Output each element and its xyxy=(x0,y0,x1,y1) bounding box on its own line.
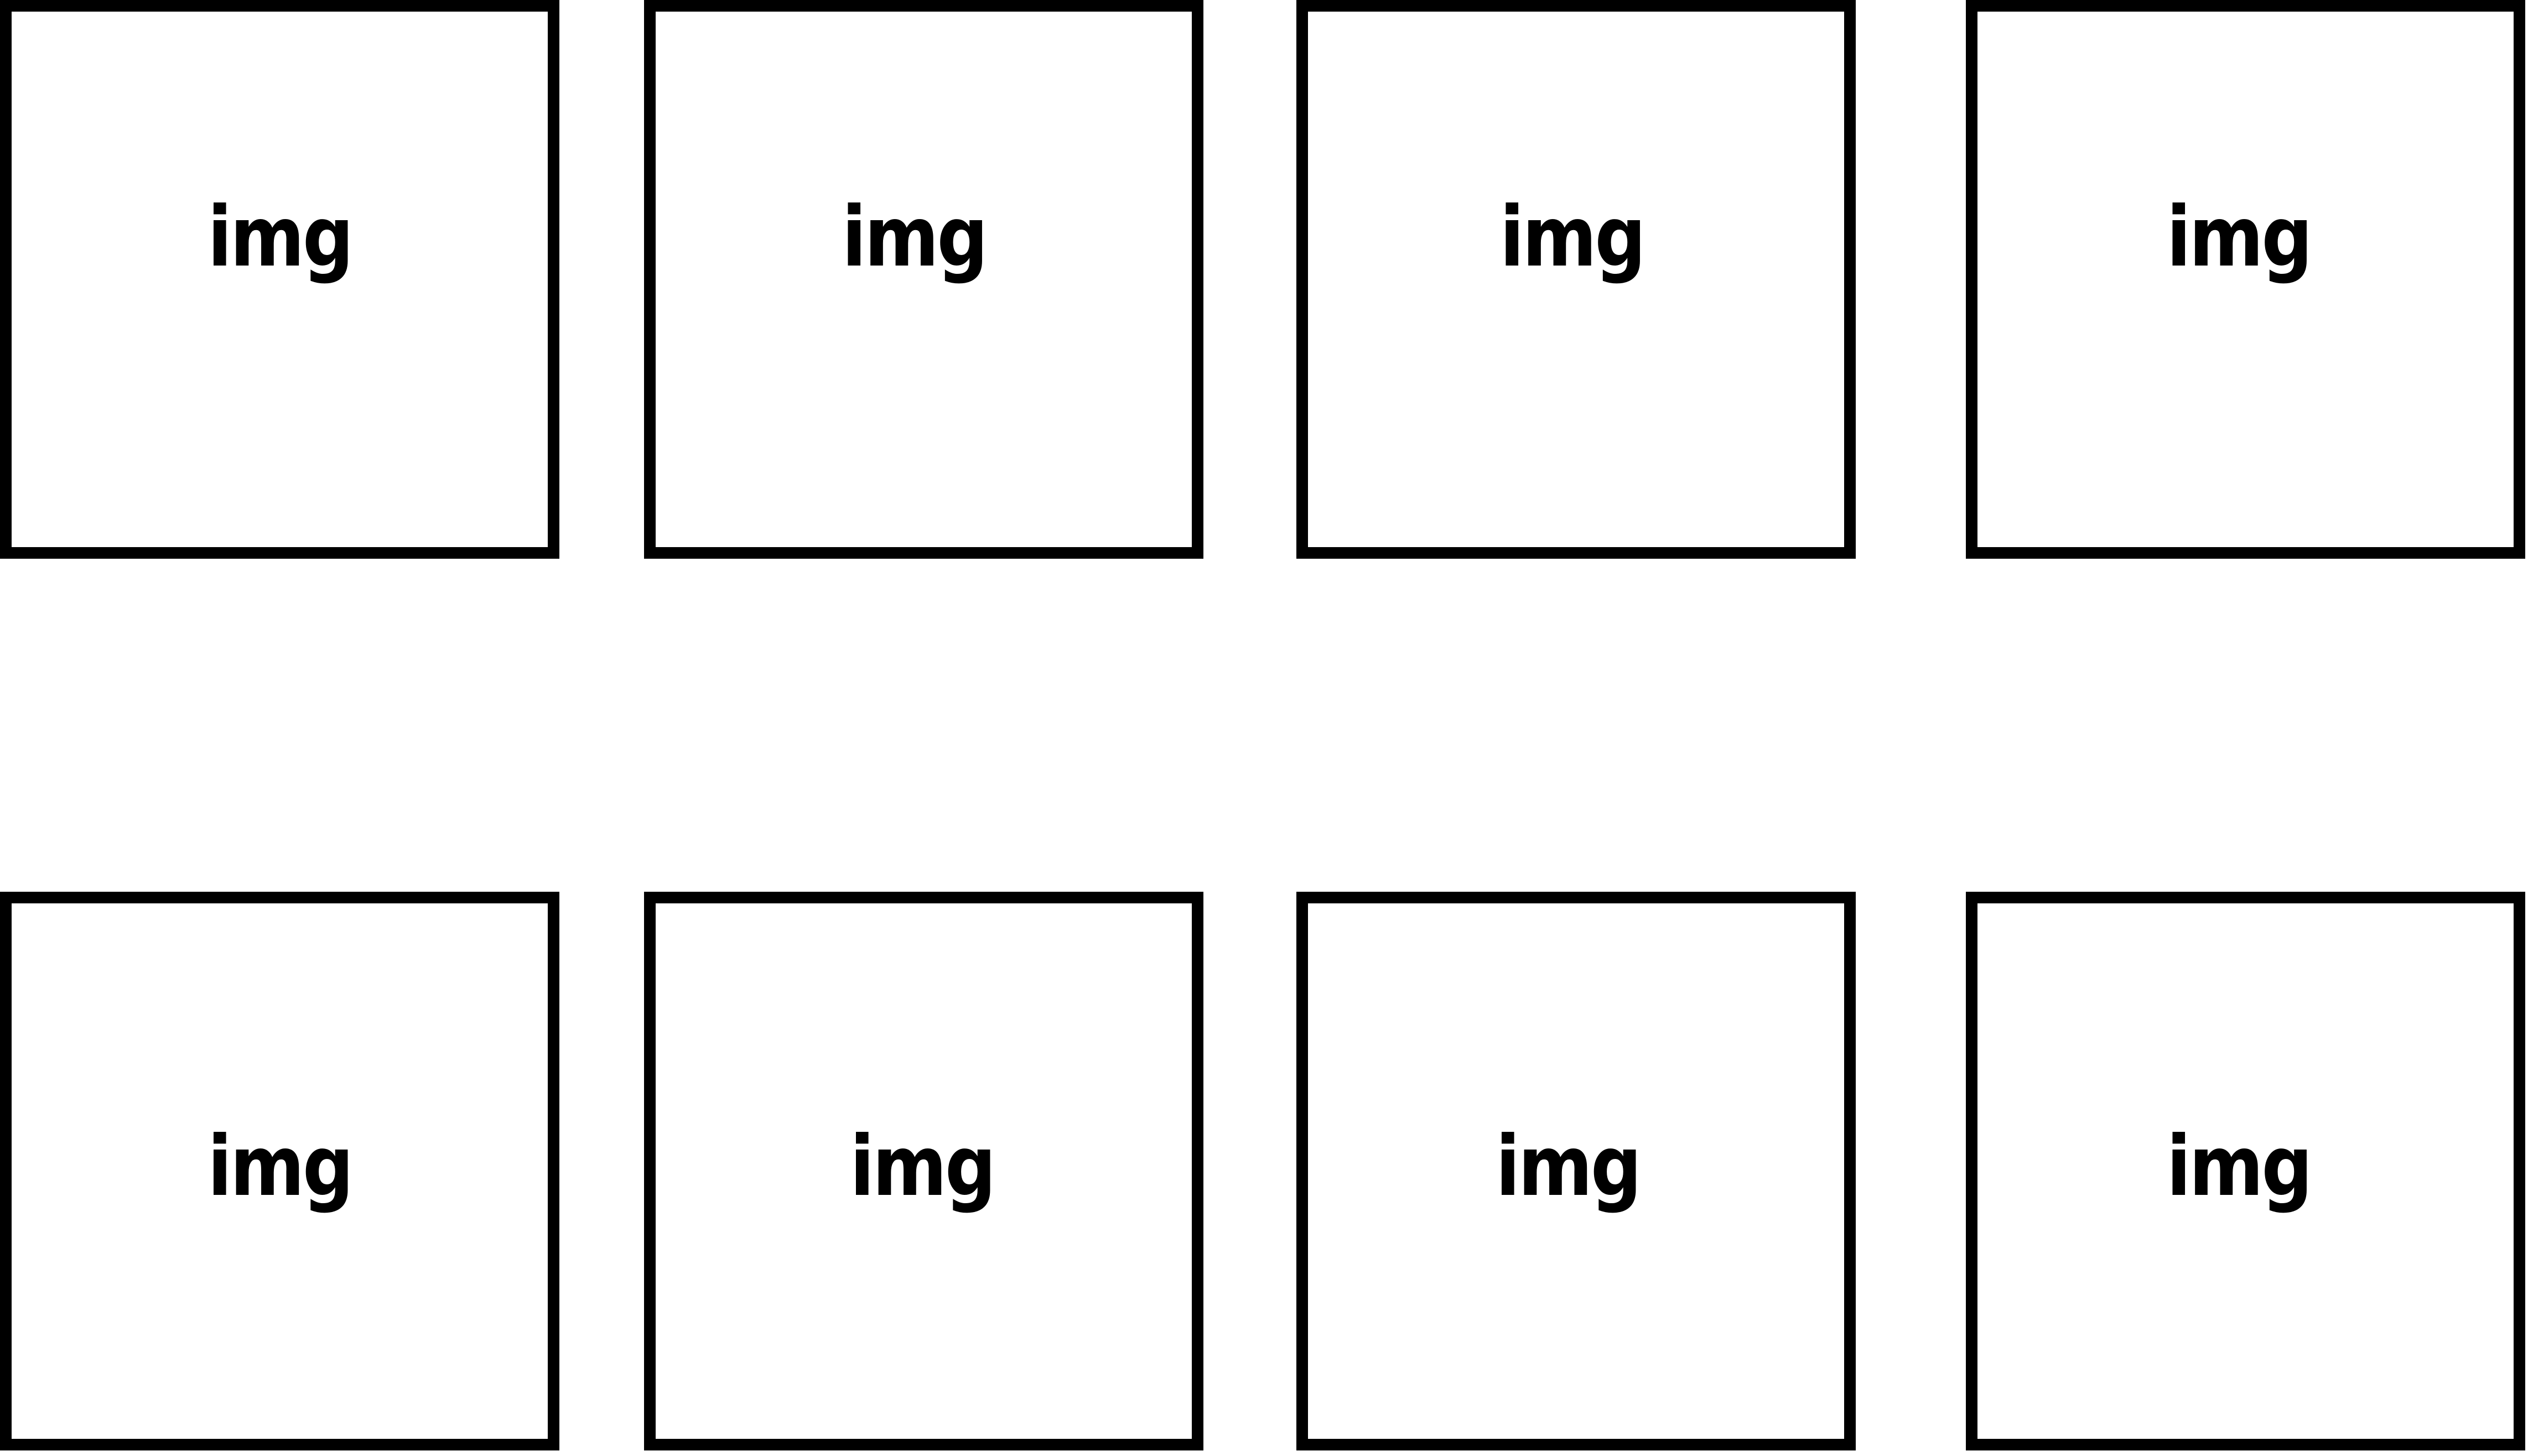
image-placeholder-6: img xyxy=(644,892,1203,1450)
image-placeholder-label: img xyxy=(1496,1119,1642,1215)
image-placeholder-label: img xyxy=(850,1119,996,1215)
image-placeholder-label: img xyxy=(2166,1119,2313,1215)
image-placeholder-label: img xyxy=(1499,189,1646,285)
image-placeholder-label: img xyxy=(207,189,354,285)
image-placeholder-3: img xyxy=(1296,0,1856,559)
image-placeholder-label: img xyxy=(2166,189,2313,285)
image-placeholder-7: img xyxy=(1296,892,1856,1450)
image-placeholder-5: img xyxy=(0,892,559,1450)
image-placeholder-label: img xyxy=(842,189,988,285)
image-placeholder-1: img xyxy=(0,0,559,559)
image-placeholder-2: img xyxy=(644,0,1203,559)
image-placeholder-label: img xyxy=(207,1119,354,1215)
image-placeholder-4: img xyxy=(1966,0,2525,559)
image-placeholder-8: img xyxy=(1966,892,2525,1450)
